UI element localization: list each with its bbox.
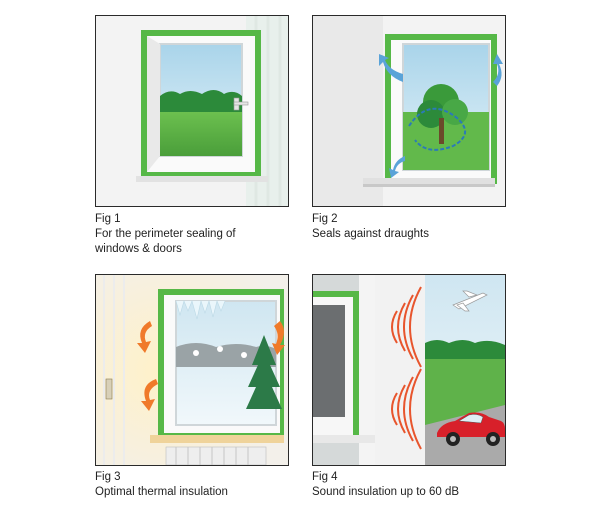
fig-3-panel	[95, 274, 289, 466]
fig-1-caption: Fig 1 For the perimeter sealing of windo…	[95, 212, 295, 257]
sound-insulation-illustration	[313, 275, 505, 465]
fig-2-caption: Fig 2 Seals against draughts	[312, 212, 512, 242]
fig-3-label: Fig 3	[95, 471, 121, 483]
fig-4-caption: Fig 4 Sound insulation up to 60 dB	[312, 470, 512, 500]
fig-2-panel	[312, 15, 506, 207]
fig-4-text-line-1: Sound insulation up to 60 dB	[312, 486, 460, 498]
fig-4-panel	[312, 274, 506, 466]
thermal-insulation-illustration	[96, 275, 288, 465]
fig-1-text-line-2: windows & doors	[95, 243, 182, 255]
fig-2-label: Fig 2	[312, 213, 338, 225]
window-perimeter-seal-illustration	[96, 16, 288, 206]
fig-1-panel	[95, 15, 289, 207]
fig-3-text-line-1: Optimal thermal insulation	[95, 486, 228, 498]
fig-4-label: Fig 4	[312, 471, 338, 483]
fig-1-text-line-1: For the perimeter sealing of	[95, 228, 236, 240]
fig-1-label: Fig 1	[95, 213, 121, 225]
draught-seal-illustration	[313, 16, 505, 206]
fig-2-text-line-1: Seals against draughts	[312, 228, 429, 240]
fig-3-caption: Fig 3 Optimal thermal insulation	[95, 470, 295, 500]
